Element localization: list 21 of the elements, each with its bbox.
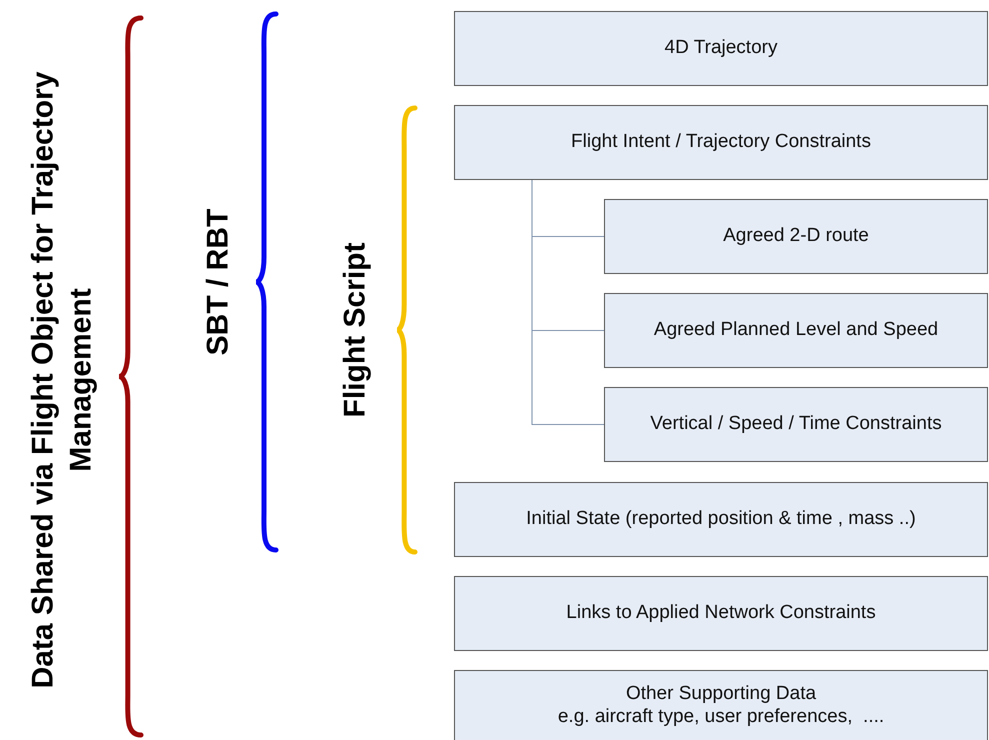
- text-box: [454, 576, 988, 651]
- box-text: Other Supporting Data: [626, 683, 816, 706]
- box-text: Flight Intent / Trajectory Constraints: [571, 131, 871, 154]
- rotated-label: SBT / RBT: [200, 208, 236, 356]
- box-text: Agreed 2-D route: [723, 225, 869, 248]
- text-box: [604, 199, 988, 274]
- rotated-label: Flight Script: [337, 242, 372, 418]
- box-text: Agreed Planned Level and Speed: [654, 319, 938, 342]
- connector-line: [532, 180, 604, 425]
- box-text: 4D Trajectory: [664, 37, 778, 60]
- text-box: [604, 293, 988, 368]
- box-text: e.g. aircraft type, user preferences, ....: [558, 706, 884, 729]
- text-box: [454, 11, 988, 86]
- box-text: Initial State (reported position & time , mass ..): [526, 508, 916, 531]
- text-box: [454, 482, 988, 557]
- text-box: [604, 387, 988, 462]
- text-box: [454, 670, 988, 740]
- box-text: Links to Applied Network Constraints: [566, 602, 876, 625]
- text-box: [454, 105, 988, 180]
- rotated-label: Data Shared via Flight Object for Trajectory Management: [26, 70, 98, 690]
- box-text: Vertical / Speed / Time Constraints: [650, 413, 942, 436]
